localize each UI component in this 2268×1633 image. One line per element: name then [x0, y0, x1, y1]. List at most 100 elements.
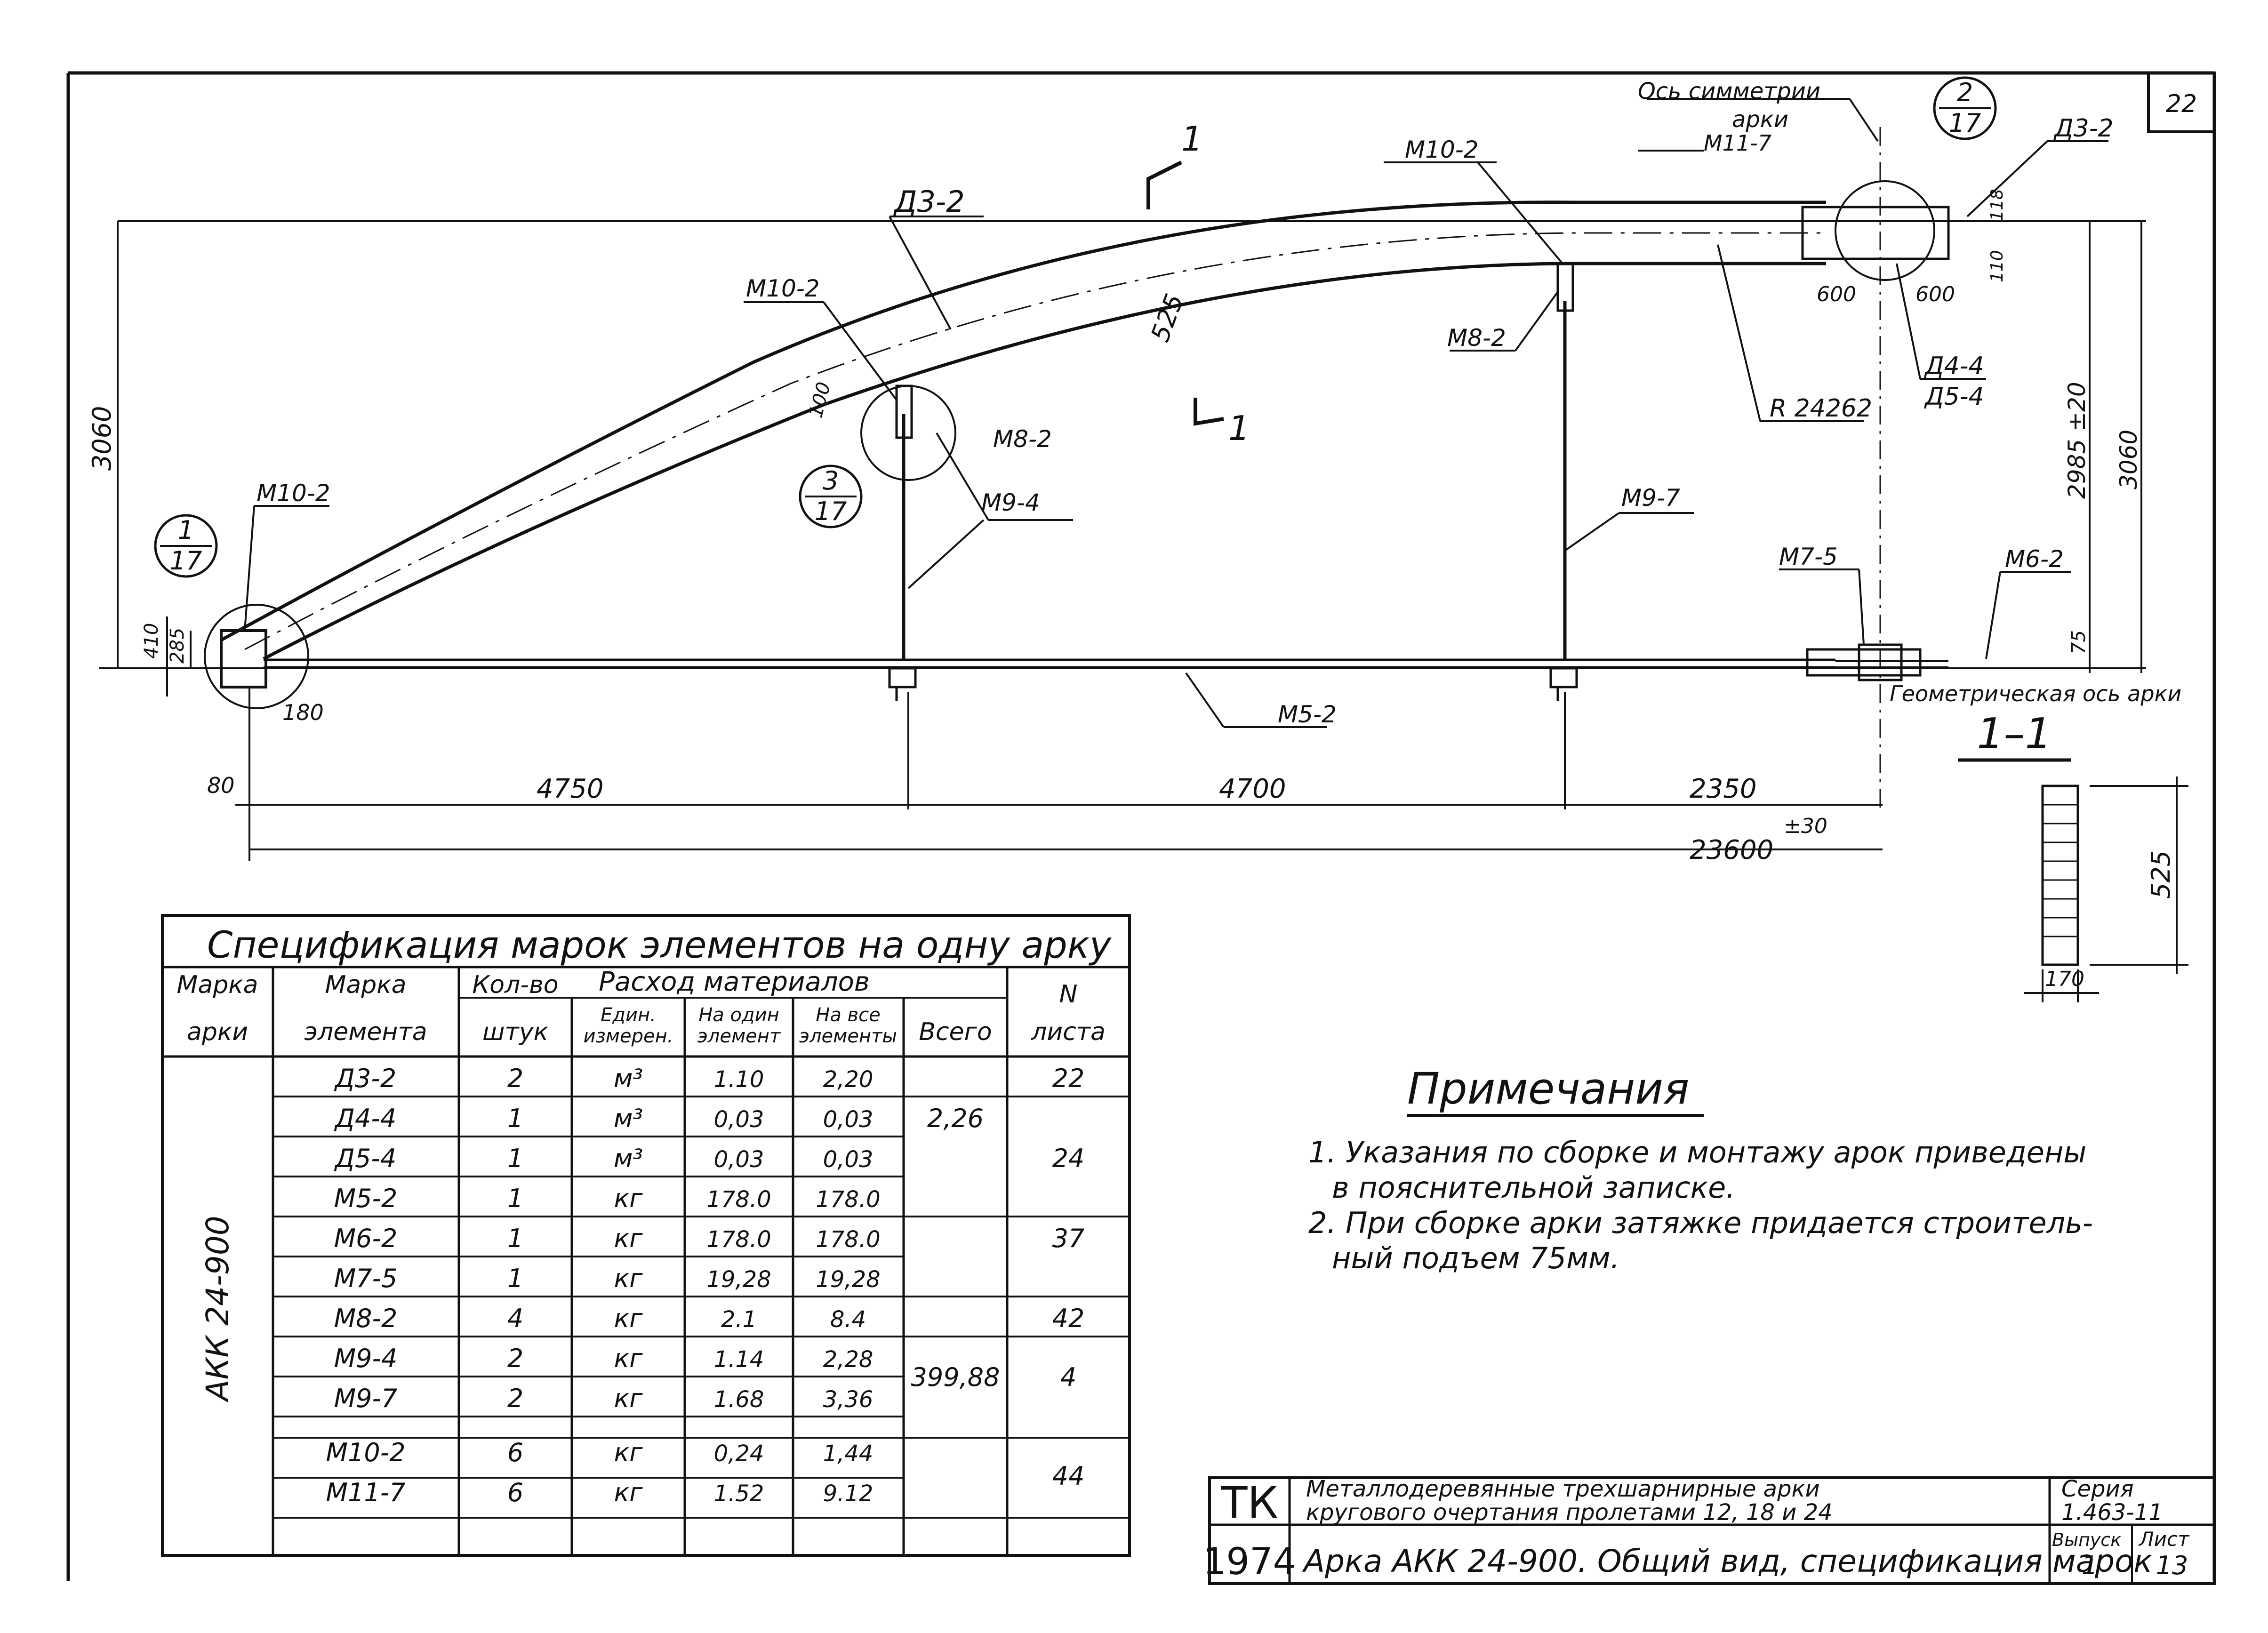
svg-text:М9-4: М9-4: [334, 1344, 398, 1373]
dim-80: 80: [207, 773, 235, 798]
svg-text:М6-2: М6-2: [334, 1224, 398, 1253]
svg-text:3: 3: [823, 466, 839, 496]
svg-text:178.0: 178.0: [706, 1226, 771, 1253]
label-symmetry-axis: Ось симметрии: [1638, 78, 1820, 104]
section-title: 1–1: [1977, 709, 2052, 759]
notes-item-1-line-2: в пояснительной записке.: [1332, 1170, 1735, 1205]
header-arch-mark-2: арки: [187, 1018, 248, 1046]
label-symmetry-axis-2: арки: [1732, 106, 1788, 133]
header-unit-1: Един.: [601, 1004, 656, 1026]
title-block-issue-label: Выпуск: [2052, 1529, 2121, 1550]
sheet-ref-24: 24: [1052, 1144, 1085, 1173]
left-node-callout-circle: [204, 604, 309, 709]
table-row: М10-2 6 кг 0,24 1,44: [326, 1438, 873, 1467]
header-element-mark-1: Марка: [325, 971, 406, 999]
header-total: Всего: [919, 1018, 992, 1046]
leader-lines: [244, 98, 2108, 728]
title-block-sheet-value: 13: [2156, 1551, 2188, 1580]
dim-180: 180: [282, 700, 324, 725]
arch-drawing: [204, 160, 1950, 709]
table-row: М5-2 1 кг 178.0 178.0: [334, 1184, 881, 1213]
callout-3-17: 3 17: [799, 464, 863, 528]
label-radius: R 24262: [1770, 394, 1872, 423]
dim-100: 100: [805, 380, 835, 420]
table-row: Д5-4 1 м³ 0,03 0,03: [334, 1144, 874, 1173]
title-block-year: 1974: [1203, 1541, 1297, 1583]
dim-285: 285: [167, 628, 188, 664]
dim-2985: 2985 ±20: [2063, 382, 2091, 499]
svg-text:17: 17: [815, 496, 847, 526]
header-sheet-1: N: [1059, 980, 1078, 1009]
label-m7-5: М7-5: [1779, 543, 1838, 570]
header-unit-2: измерен.: [584, 1025, 673, 1047]
tie-coupler: [1806, 648, 1922, 677]
svg-text:1: 1: [507, 1264, 523, 1293]
svg-text:кг: кг: [614, 1344, 643, 1373]
label-geometric-axis: Геометрическая ось арки: [1890, 681, 2181, 706]
label-d4-4: Д4-4: [1924, 352, 1984, 380]
label-m8-2-mid: М8-2: [993, 425, 1052, 453]
title-block: [1208, 1476, 2216, 1585]
sheet-ref-4: 4: [1060, 1362, 1076, 1392]
dim-118: 118: [1988, 189, 2007, 221]
table-row: М7-5 1 кг 19,28 19,28: [334, 1264, 881, 1293]
label-m9-7: М9-7: [1621, 484, 1680, 512]
dim-525-arch: 525: [1145, 290, 1189, 345]
svg-text:кг: кг: [614, 1438, 643, 1467]
sheet-ref-42: 42: [1052, 1304, 1085, 1333]
svg-text:19,28: 19,28: [816, 1266, 880, 1293]
sheet-ref-37: 37: [1052, 1224, 1085, 1253]
svg-text:1.10: 1.10: [714, 1066, 764, 1093]
dim-tolerance-30: ±30: [1784, 814, 1827, 838]
node-3-callout-circle: [860, 385, 956, 481]
arch-top-curve: [220, 200, 1826, 642]
svg-text:17: 17: [1949, 108, 1981, 138]
section-dim-170: 170: [2045, 967, 2084, 991]
label-d3-2-top: Д3-2: [893, 184, 965, 219]
dim-410: 410: [141, 623, 162, 659]
svg-text:1: 1: [507, 1144, 523, 1173]
header-qty-1: Кол-во: [472, 971, 558, 999]
total-metal: 399,88: [911, 1362, 1000, 1392]
notes-title: Примечания: [1407, 1064, 1689, 1114]
svg-text:1.68: 1.68: [714, 1386, 764, 1413]
svg-text:0,03: 0,03: [823, 1146, 874, 1173]
svg-text:М7-5: М7-5: [334, 1264, 398, 1293]
svg-text:1.14: 1.14: [714, 1346, 764, 1373]
svg-text:1: 1: [507, 1224, 523, 1253]
label-m10-2-mid: М10-2: [746, 275, 820, 302]
svg-text:178.0: 178.0: [816, 1186, 880, 1213]
title-block-org: ТК: [1220, 1478, 1278, 1528]
table-row: М9-4 2 кг 1.14 2,28: [334, 1344, 874, 1373]
header-per-one-1: На один: [698, 1004, 779, 1026]
svg-text:кг: кг: [614, 1224, 643, 1253]
svg-text:кг: кг: [614, 1264, 643, 1293]
callout-1-17: 1 17: [154, 514, 218, 578]
svg-text:19,28: 19,28: [706, 1266, 771, 1293]
svg-text:кг: кг: [614, 1304, 643, 1333]
section-dim-525: 525: [2146, 850, 2176, 899]
sheet-frame: [66, 71, 2216, 1581]
svg-text:2: 2: [507, 1384, 523, 1413]
svg-text:м³: м³: [614, 1144, 643, 1173]
arch-mark-cell: АКК 24-900: [200, 1216, 236, 1403]
header-per-all-1: На все: [816, 1004, 880, 1026]
title-block-drawing-title: Арка АКК 24-900. Общий вид, спецификация…: [1302, 1543, 2152, 1579]
svg-text:1.52: 1.52: [714, 1481, 764, 1507]
sheet-ref-44: 44: [1052, 1461, 1085, 1491]
svg-text:кг: кг: [614, 1184, 643, 1213]
notes-item-2-line-2: ный подъем 75мм.: [1332, 1241, 1619, 1275]
dim-600-left: 600: [1817, 282, 1856, 306]
title-block-desc-2: кругового очертания пролетами 12, 18 и 2…: [1306, 1499, 1833, 1526]
sheet-ref-22: 22: [1052, 1064, 1085, 1093]
title-block-sheet-label: Лист: [2138, 1528, 2190, 1551]
left-support-block: [220, 629, 267, 688]
svg-text:м³: м³: [614, 1104, 643, 1133]
dim-2350: 2350: [1690, 774, 1757, 804]
svg-text:2.1: 2.1: [721, 1306, 757, 1333]
label-m6-2: М6-2: [2005, 545, 2064, 573]
svg-text:М10-2: М10-2: [326, 1438, 405, 1467]
svg-text:8.4: 8.4: [830, 1306, 866, 1333]
svg-text:1: 1: [507, 1184, 523, 1213]
